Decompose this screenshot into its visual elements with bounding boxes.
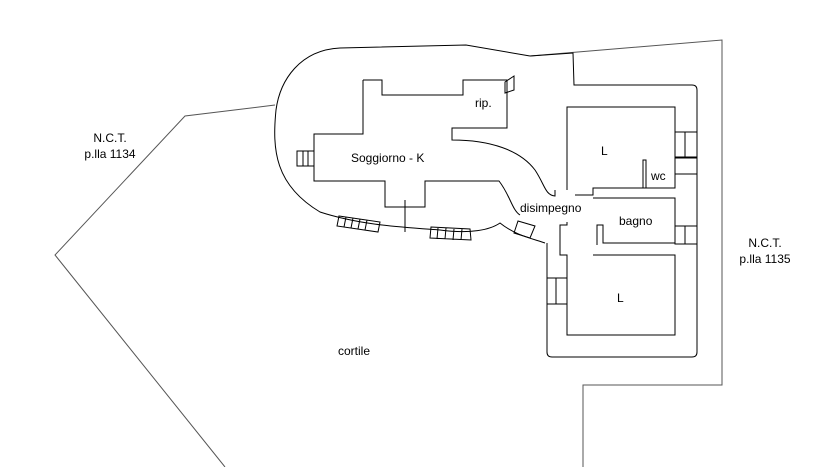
area-label-courtyard: cortile [338,344,370,358]
lot-boundary-left [54,104,276,467]
room-label-bedroom-top: L [601,144,608,158]
neighbor-left-line1: N.C.T. [93,131,126,145]
lot-boundary-right [529,39,723,467]
room-label-storage: rip. [475,96,492,110]
neighbor-right-line2: p.lla 1135 [739,252,790,266]
terrace-outline [529,52,698,358]
bedroom-top-walls [566,106,676,196]
living-room-walls-lower [313,80,521,216]
courtyard-outline [274,44,546,244]
room-label-wc: wc [650,169,666,183]
room-label-living: Soggiorno - K [351,151,424,165]
bathroom-walls [593,197,676,245]
neighbor-right-line1: N.C.T. [748,236,781,250]
windows [296,75,698,305]
bedroom-bottom-walls [559,222,676,336]
neighbor-left-line2: p.lla 1134 [84,147,135,161]
wc-walls [642,157,697,188]
room-label-bathroom: bagno [619,214,653,228]
room-label-hall: disimpegno [520,201,582,215]
room-label-bedroom-bottom: L [617,291,624,305]
living-room-walls [363,79,556,197]
